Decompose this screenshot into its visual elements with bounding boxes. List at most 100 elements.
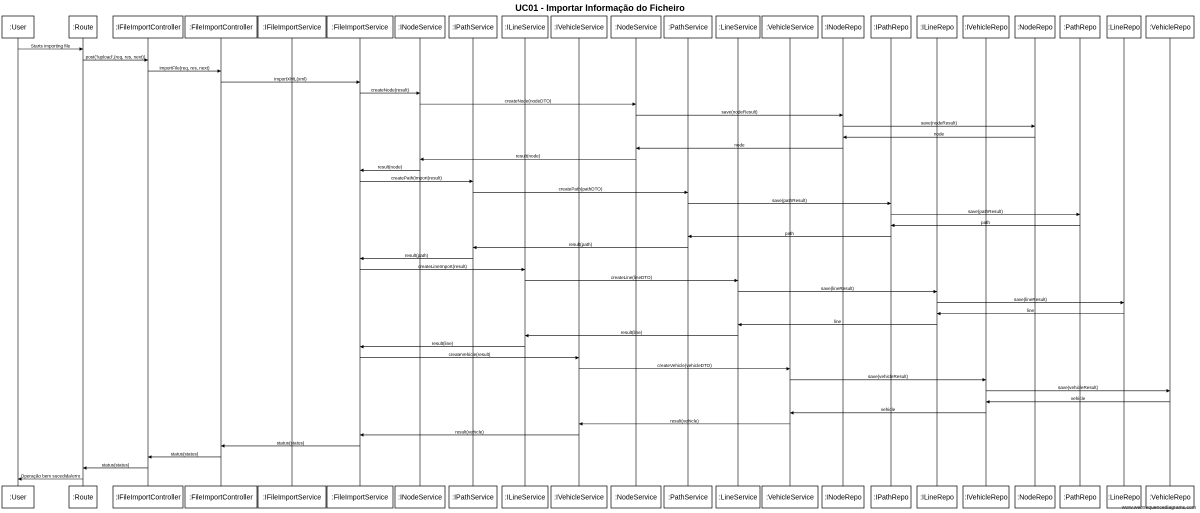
message-label: vehicle — [1071, 396, 1086, 401]
participant-box-bottom-ivehiclerepo: :IVehicleRepo — [962, 485, 1010, 509]
participant-label: :IVehicleRepo — [964, 495, 1007, 502]
participant-box-bottom-lineservice: :LineService — [715, 485, 761, 509]
participant-label: :IPathRepo — [873, 495, 908, 502]
participant-label: :PathService — [668, 25, 708, 32]
message-arrow: save(vehicleResult) — [790, 374, 986, 382]
message-arrow: line — [937, 308, 1124, 316]
message-arrow: line — [738, 319, 937, 327]
message-arrow: post('/upload',(req, res, next)) — [83, 54, 148, 62]
participant-box-top-ipathrepo: :IPathRepo — [870, 15, 912, 39]
participant-label: :IVehicleService — [554, 25, 604, 32]
participant-box-top-vehiclerepo: :VehicleRepo — [1145, 15, 1195, 39]
participant-label: :LineService — [719, 25, 758, 32]
message-label: Starts importing file — [31, 43, 71, 48]
participant-label: :IFileImportController — [115, 25, 181, 32]
message-arrow: result(node) — [420, 154, 636, 162]
participant-box-bottom-pathrepo: :PathRepo — [1059, 485, 1101, 509]
message-label: save(pathResult) — [968, 209, 1003, 214]
message-arrow: createLineImport(result) — [360, 264, 525, 272]
participant-label: :ILineService — [505, 25, 546, 32]
message-label: save(lineResult) — [821, 286, 854, 291]
participant-box-top-ipathservice: :IPathService — [448, 15, 498, 39]
message-arrow: Starts importing file — [18, 43, 83, 51]
message-label: createVehicle(vehicleDTO) — [657, 363, 712, 368]
message-arrow: save(lineResult) — [738, 286, 937, 294]
message-arrow: createNode(result) — [360, 88, 420, 95]
message-arrow: status(status) — [221, 440, 360, 448]
participant-label: :IVehicleRepo — [964, 25, 1007, 32]
participant-label: :ILineService — [505, 495, 546, 502]
participant-label: :PathRepo — [1063, 495, 1096, 502]
message-arrow: result(path) — [360, 253, 473, 261]
message-label: save(vehicleResult) — [1058, 385, 1099, 390]
participant-box-top-lineservice: :LineService — [715, 15, 761, 39]
message-label: importXML(xml) — [274, 76, 307, 81]
participant-label: :INodeRepo — [824, 25, 861, 32]
watermark: www.websequencediagrams.com — [1121, 505, 1196, 511]
message-label: node — [934, 132, 945, 137]
participant-box-top-linerepo: :LineRepo — [1106, 15, 1142, 39]
participant-box-bottom-vehicleservice: :VehicleService — [761, 485, 819, 509]
message-label: status(status) — [102, 462, 130, 467]
participant-box-top-noderepo: :NodeRepo — [1014, 15, 1056, 39]
message-label: result(node) — [516, 154, 541, 159]
message-arrow: importXML(xml) — [221, 76, 360, 84]
message-label: createLine(lineDTO) — [611, 275, 653, 280]
message-label: createPath(pathDTO) — [559, 187, 603, 192]
participant-label: :ILineRepo — [920, 495, 954, 502]
participant-box-top-vehicleservice: :VehicleService — [761, 15, 819, 39]
participant-box-top-user: :User — [1, 15, 35, 39]
participant-label: :IPathService — [452, 495, 494, 502]
message-label: save(nodeResult) — [721, 110, 757, 115]
message-arrow: createLine(lineDTO) — [525, 275, 738, 283]
message-arrow: status(status) — [148, 451, 221, 459]
participant-box-bottom-ifileimportservice: :IFileImportService — [257, 485, 327, 509]
participant-box-top-ilinerepo: :ILineRepo — [916, 15, 958, 39]
diagram-title: UC01 - Importar Informação do Ficheiro — [515, 3, 685, 13]
message-label: result(node) — [378, 165, 403, 170]
message-arrow: node — [843, 132, 1035, 140]
participant-box-top-nodeservice: :NodeService — [610, 15, 662, 39]
participant-label: :VehicleService — [766, 495, 814, 502]
participant-label: :VehicleService — [766, 25, 814, 32]
message-arrow: result(vehicle) — [360, 429, 579, 437]
message-label: path — [981, 220, 990, 225]
participant-label: :NodeRepo — [1017, 25, 1053, 32]
participant-box-bottom-vehiclerepo: :VehicleRepo — [1145, 485, 1195, 509]
participant-label: :FileImportController — [189, 495, 253, 502]
message-label: line — [1027, 308, 1035, 313]
participant-box-bottom-pathservice: :PathService — [663, 485, 713, 509]
participant-box-bottom-fileimportcontroller: :FileImportController — [184, 485, 258, 509]
participant-label: :Route — [73, 25, 94, 32]
message-label: node — [734, 143, 745, 148]
participant-label: :NodeService — [615, 25, 657, 32]
participant-label: :User — [10, 25, 27, 32]
message-arrow: result(vehicle) — [579, 418, 790, 426]
message-label: importFile(req, res, next) — [159, 65, 210, 70]
message-arrow: result(node) — [360, 165, 420, 173]
participant-box-top-route: :Route — [68, 15, 98, 39]
message-label: result(vehicle) — [670, 418, 699, 423]
message-label: save(vehicleResult) — [868, 374, 909, 379]
participant-label: :IFileImportService — [263, 495, 321, 502]
message-arrow: createVehicle(result) — [360, 352, 579, 360]
message-label: createVehicle(result) — [449, 352, 491, 357]
message-arrow: save(lineResult) — [937, 297, 1124, 305]
participant-label: :PathRepo — [1063, 25, 1096, 32]
message-label: line — [834, 319, 842, 324]
message-label: Operação bem sucedida/erro — [21, 473, 81, 478]
participant-box-top-ivehicleservice: :IVehicleService — [550, 15, 608, 39]
message-label: createNode(nodeDTO) — [505, 99, 552, 104]
message-arrow: save(pathResult) — [891, 209, 1080, 217]
message-label: createNode(result) — [371, 88, 410, 93]
participant-label: :INodeService — [398, 495, 442, 502]
participant-box-top-ifileimportservice: :IFileImportService — [257, 15, 327, 39]
participant-label: :IFileImportController — [115, 495, 181, 502]
participant-box-bottom-nodeservice: :NodeService — [610, 485, 662, 509]
message-label: status(status) — [171, 451, 199, 456]
participant-box-top-ifileimportcontroller: :IFileImportController — [112, 15, 184, 39]
participant-label: :VehicleRepo — [1149, 25, 1190, 32]
participant-box-bottom-ipathservice: :IPathService — [448, 485, 498, 509]
message-arrow: result(line) — [360, 341, 525, 349]
message-label: result(vehicle) — [455, 429, 484, 434]
